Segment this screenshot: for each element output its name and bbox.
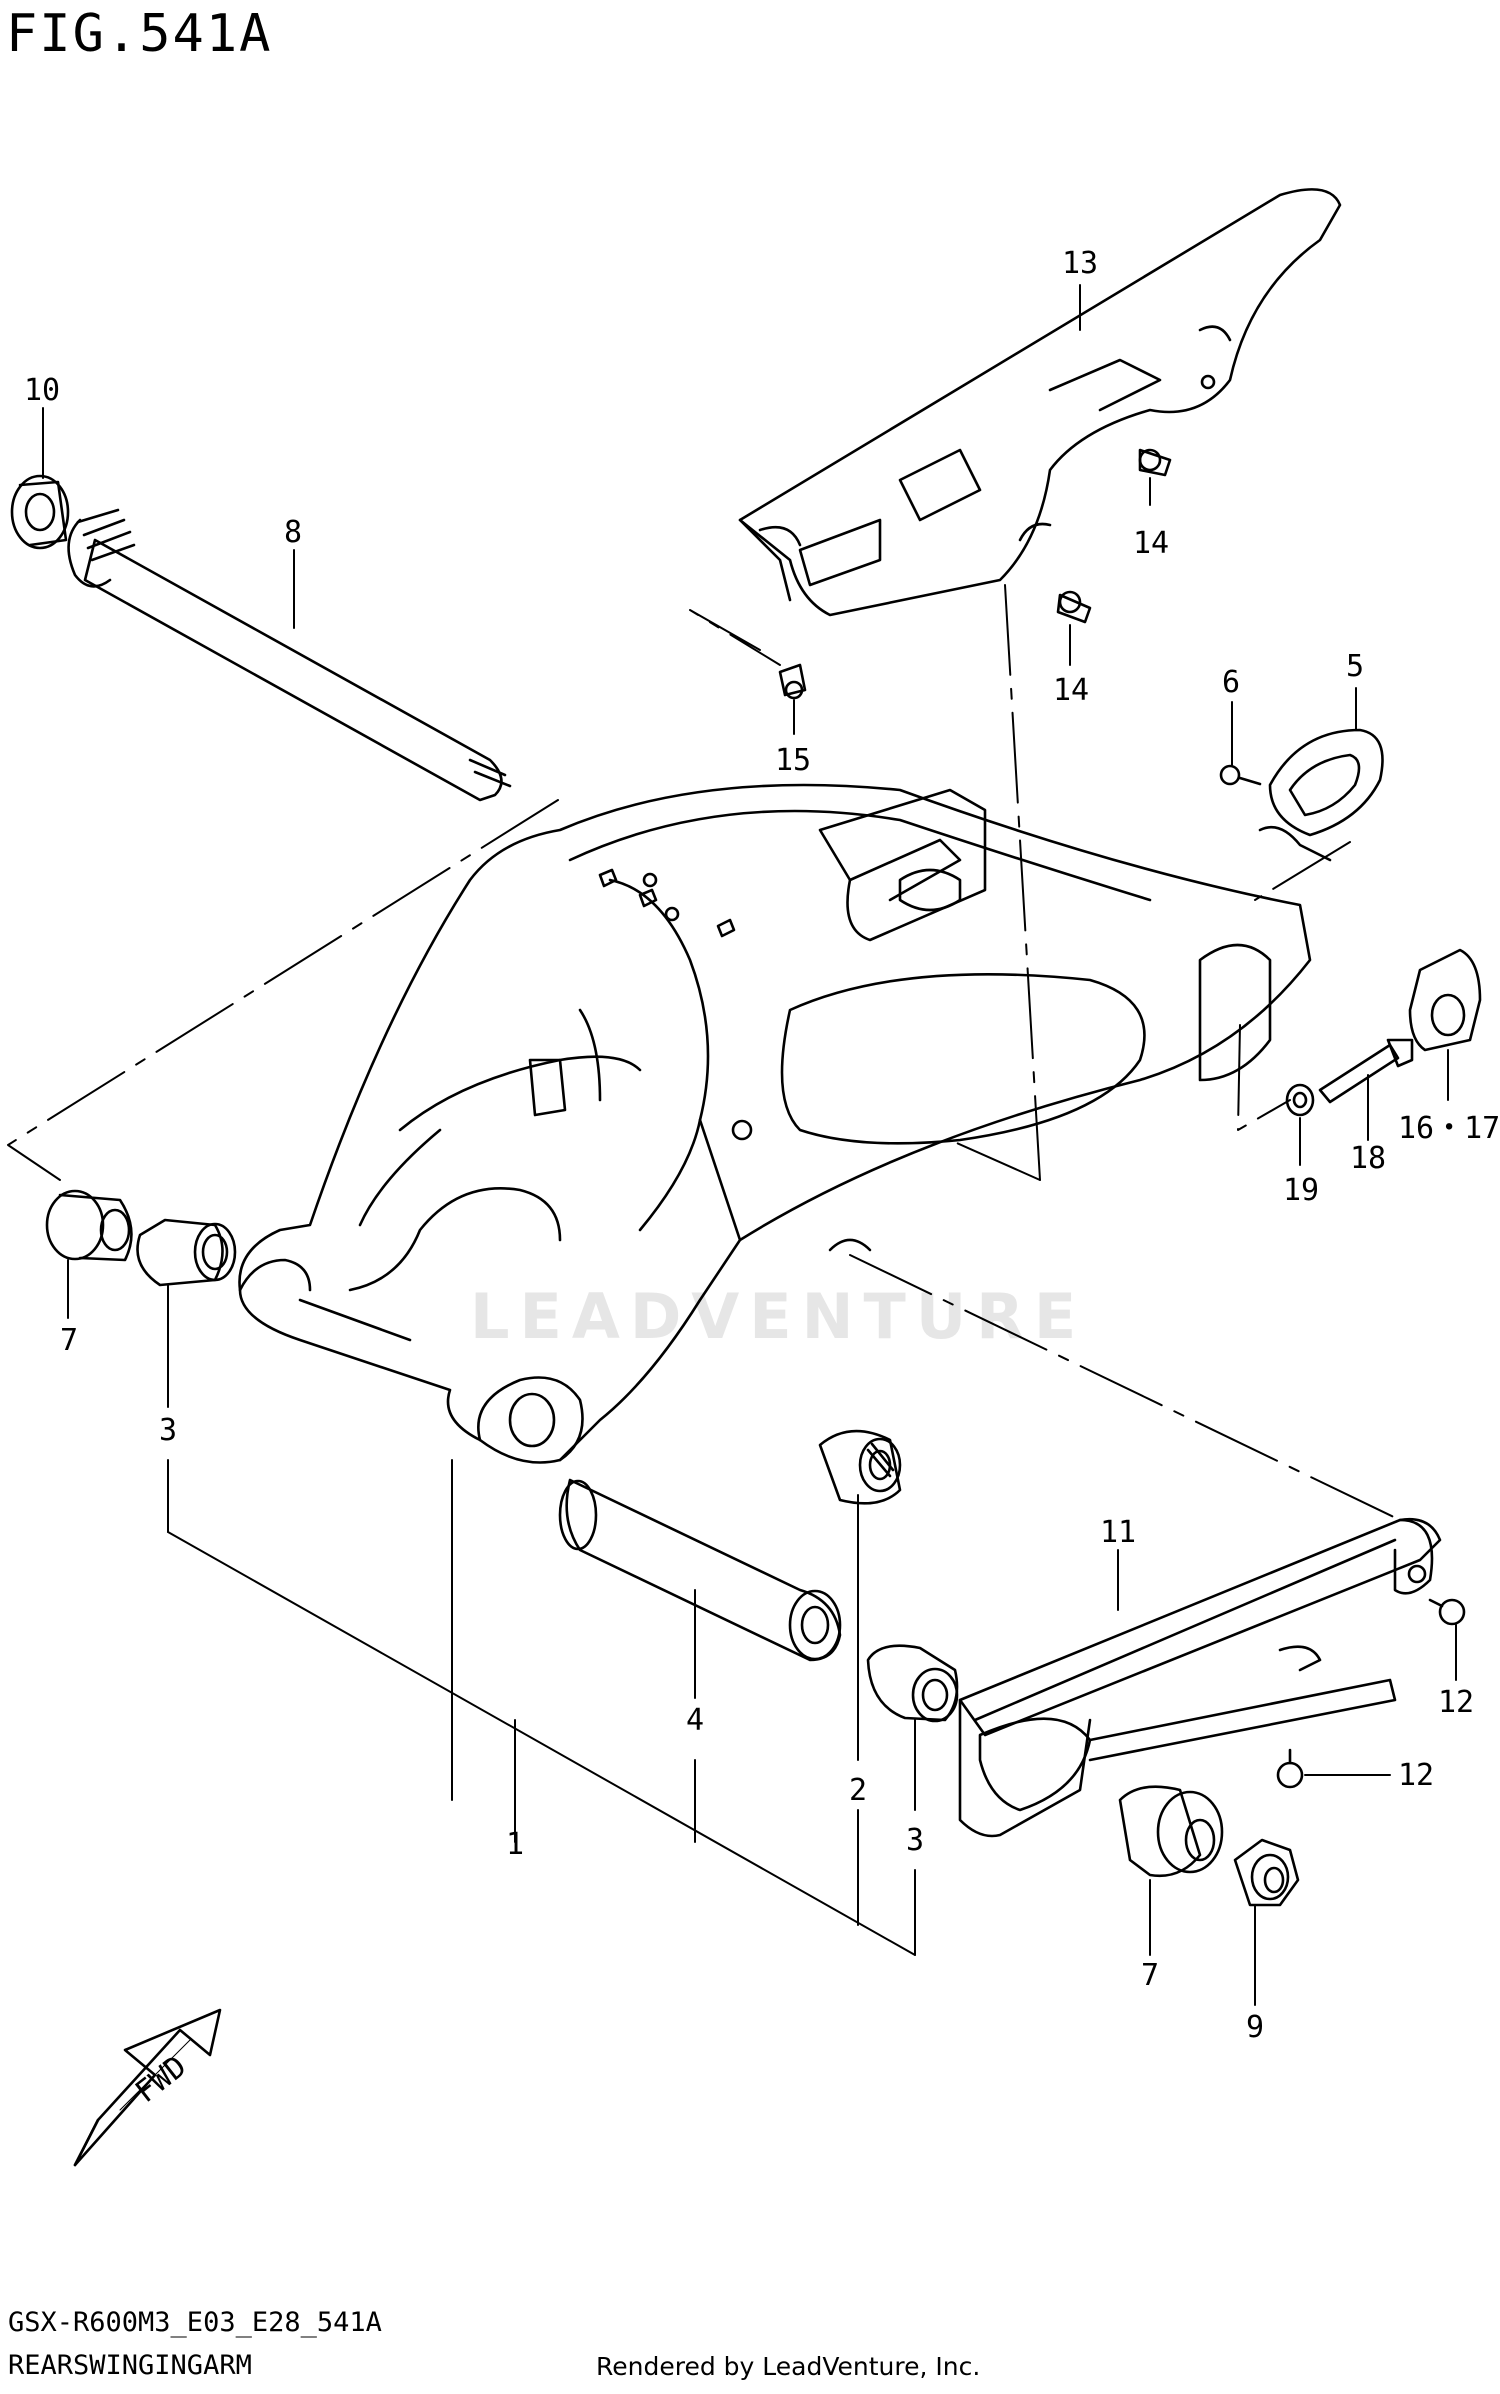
- callout-8: 8: [284, 515, 302, 550]
- callout-7a: 7: [60, 1323, 78, 1358]
- adjuster-plate-5: [1258, 728, 1384, 862]
- callout-11: 11: [1100, 1515, 1136, 1550]
- dashed-assembly-lines: [7, 584, 1401, 1521]
- adjuster-bolt-18: [1318, 1038, 1414, 1104]
- callout-15: 15: [775, 743, 811, 778]
- bracket-lines: [167, 1459, 916, 1956]
- watermark: LEADVENTURE: [470, 1280, 1087, 1353]
- collar-7-right: [1118, 1785, 1224, 1878]
- render-credit: Rendered by LeadVenture, Inc.: [596, 2352, 981, 2381]
- nut-9: [1233, 1838, 1300, 1907]
- spacer-sleeve: [558, 1478, 842, 1662]
- fwd-arrow: [73, 2008, 222, 2167]
- locknut: [10, 474, 70, 550]
- callout-14a: 14: [1133, 526, 1169, 561]
- chain-adjuster-16-17: [1408, 948, 1482, 1052]
- callout-3b: 3: [906, 1823, 924, 1858]
- callout-2: 2: [849, 1773, 867, 1808]
- leader-lines: [42, 284, 1457, 2006]
- callout-4: 4: [686, 1703, 704, 1738]
- bolt-14-lower: [1056, 590, 1092, 624]
- callout-13: 13: [1062, 246, 1098, 281]
- callout-9: 9: [1246, 2010, 1264, 2045]
- pivot-axle: [67, 508, 512, 802]
- callout-6: 6: [1222, 665, 1240, 700]
- callout-16-17: 16・17: [1398, 1111, 1500, 1146]
- callout-18: 18: [1350, 1141, 1386, 1176]
- bearing-3-left: [136, 1218, 237, 1287]
- bolt-6: [1219, 764, 1262, 786]
- callout-7b: 7: [1141, 1958, 1159, 1993]
- callout-5: 5: [1346, 649, 1364, 684]
- callout-1: 1: [506, 1827, 524, 1862]
- collar-7-left: [45, 1189, 133, 1262]
- callout-12a: 12: [1438, 1685, 1474, 1720]
- swingarm-top-bracket: [818, 788, 987, 942]
- bearing-3-right: [866, 1644, 959, 1723]
- bolt-14-upper: [1138, 448, 1172, 477]
- model-code: GSX-R600M3_E03_E28_541A: [8, 2307, 382, 2338]
- callout-10: 10: [24, 373, 60, 408]
- bolt-12-upper: [1428, 1598, 1466, 1626]
- chain-guide: [958, 1517, 1442, 1838]
- clip-15: [778, 663, 807, 700]
- nut-19: [1285, 1083, 1315, 1117]
- callout-19: 19: [1283, 1173, 1319, 1208]
- figure-title: FIG.541A: [6, 4, 273, 64]
- needle-bearing: [818, 1429, 902, 1505]
- swingarm-body: [238, 783, 1312, 1464]
- bolt-12-lower: [1276, 1748, 1304, 1789]
- callout-labels: 10 8 13 14 14 15 6 5 16・17 18 19 7 3 11 …: [24, 246, 1500, 2045]
- callout-12b: 12: [1398, 1758, 1434, 1793]
- callout-3a: 3: [159, 1413, 177, 1448]
- callout-14b: 14: [1053, 673, 1089, 708]
- diagram-name: REARSWINGINGARM: [8, 2350, 252, 2381]
- chain-cover: [738, 188, 1342, 617]
